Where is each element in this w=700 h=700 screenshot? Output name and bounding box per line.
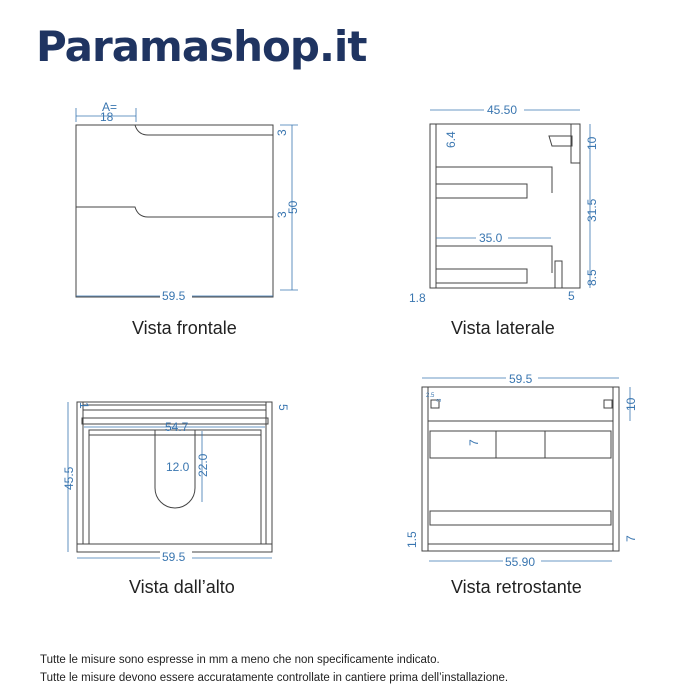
dim-hook-y: 3 [437, 398, 443, 402]
dim-back-width: 59.5 [509, 372, 533, 386]
dim-front: 1.8 [409, 291, 426, 305]
brand-logo: Paramashop.it [36, 22, 367, 71]
dim-inner-width: 54.7 [165, 420, 189, 434]
caption-top: Vista dall’alto [129, 577, 235, 597]
dim-side-top: 10 [585, 136, 599, 150]
dim-side-bottom: 8.5 [585, 269, 599, 286]
dim-side-mid: 31.5 [585, 198, 599, 222]
front-view: A= 18 50 3 3 59.5 Vista frontale [75, 100, 300, 338]
back-view: 59.5 2.5 3 10 7 1.5 7 55.90 Vista retros… [405, 371, 638, 597]
top-view: 54.7 12.0 22.0 45.5 1 5 59.5 Vista dall’… [62, 401, 290, 597]
dim-back-top: 10 [624, 397, 638, 411]
dim-back: 5 [568, 289, 575, 303]
dim-back-strip: 5 [276, 404, 290, 411]
dim-back-inner-width: 55.90 [505, 555, 535, 569]
dim-a: 18 [100, 110, 114, 124]
dim-back-bottom-left: 1.5 [405, 531, 419, 548]
caption-back: Vista retrostante [451, 577, 582, 597]
dim-cutout-depth: 22.0 [196, 453, 210, 477]
caption-side: Vista laterale [451, 318, 555, 338]
side-view: 45.50 6.4 35.0 10 31.5 8.5 1.8 5 Vista l… [409, 102, 599, 338]
dim-back-gap: 1 [77, 402, 91, 409]
dim-top-depth: 45.5 [62, 466, 76, 490]
caption-front: Vista frontale [132, 318, 237, 338]
dim-groove-1: 3 [275, 129, 289, 136]
dim-width: 59.5 [162, 289, 186, 303]
dim-height: 50 [286, 200, 300, 214]
dim-depth: 45.50 [487, 103, 517, 117]
dim-cutout-width: 12.0 [166, 460, 190, 474]
dim-hook-x: 2.5 [426, 393, 435, 399]
dim-rail: 35.0 [479, 231, 503, 245]
dim-top-width: 59.5 [162, 550, 186, 564]
footer-note-2: Tutte le misure devono essere accuratame… [40, 672, 509, 684]
footer-note-1: Tutte le misure sono espresse in mm a me… [40, 654, 440, 666]
dim-a-label: A= [102, 100, 117, 114]
dim-groove-2: 3 [275, 211, 289, 218]
dim-back-bottom-right: 7 [624, 535, 638, 542]
dim-top-offset: 6.4 [444, 131, 458, 148]
dim-back-rail: 7 [467, 439, 481, 446]
